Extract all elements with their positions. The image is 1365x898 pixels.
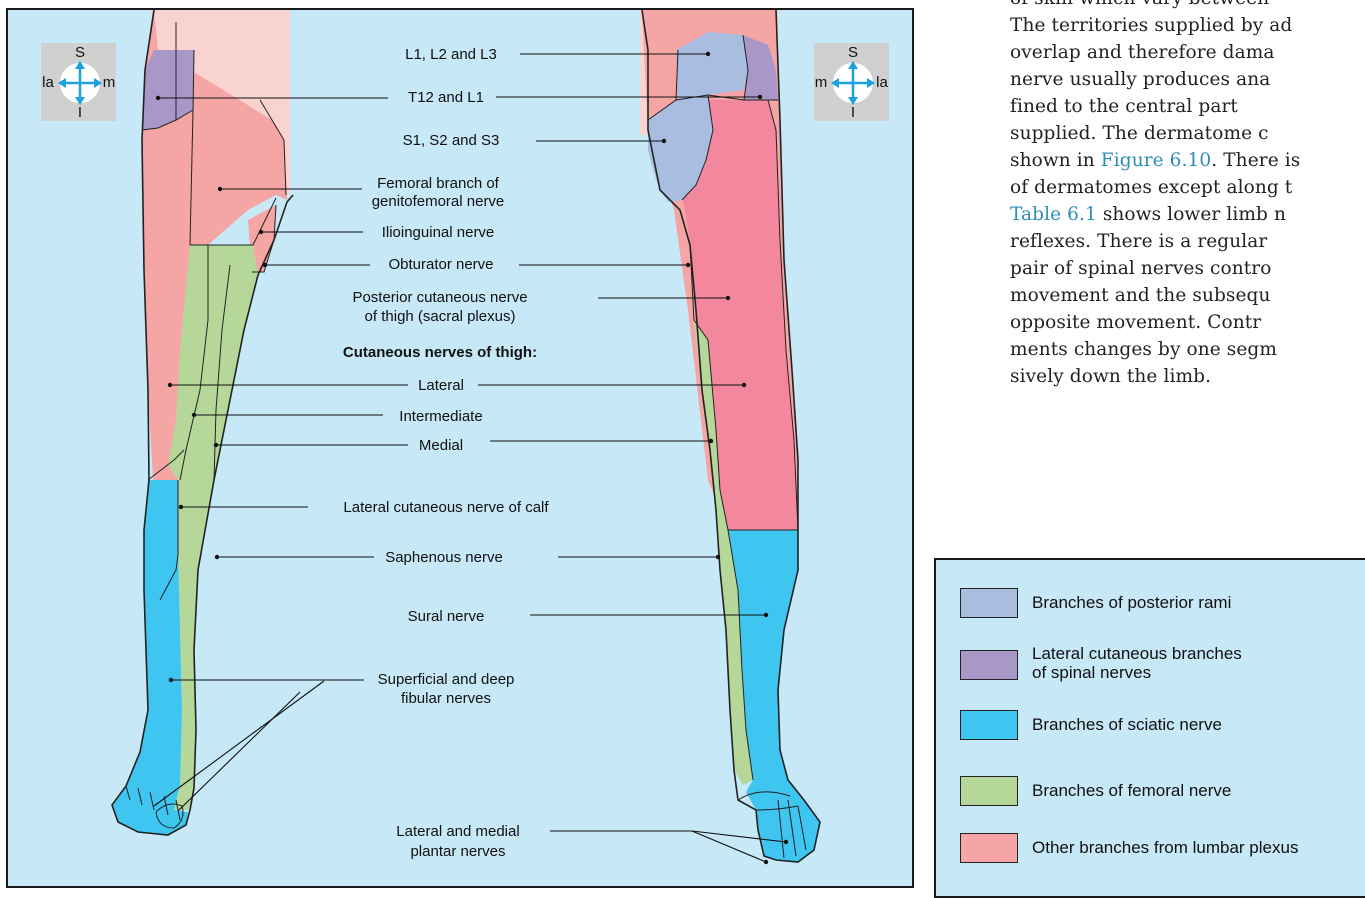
legend-label: Other branches from lumbar plexus: [1032, 838, 1362, 857]
label-s1-s2-s3: S1, S2 and S3: [403, 132, 500, 149]
legend-label: Branches of femoral nerve: [1032, 781, 1362, 800]
compass-left-s: S: [75, 44, 85, 61]
compass-right-m: m: [815, 74, 828, 91]
text-line-10: reflexes. There is a regular: [1010, 231, 1267, 252]
text-line-1: of skin which vary between: [1010, 0, 1269, 9]
posterior-leg: [642, 10, 820, 862]
anterior-sciatic-region: [112, 480, 188, 835]
text-line-13: opposite movement. Contr: [1010, 312, 1261, 333]
legend-swatch: [960, 650, 1018, 680]
text-line-7-post: . There is: [1211, 150, 1300, 171]
text-line-8: of dermatomes except along t: [1010, 177, 1292, 198]
legend-swatch: [960, 833, 1018, 863]
compass-left-m: m: [103, 74, 116, 91]
label-obturator: Obturator nerve: [388, 256, 493, 273]
label-lateral-calf: Lateral cutaneous nerve of calf: [343, 499, 549, 516]
legend-item-femoral: Branches of femoral nerve: [960, 776, 1362, 806]
label-sural: Sural nerve: [408, 608, 485, 625]
label-posterior-cutaneous-group: Posterior cutaneous nerve of thigh (sacr…: [352, 289, 730, 325]
text-line-15: sively down the limb.: [1010, 366, 1211, 387]
text-line-14: ments changes by one segm: [1010, 339, 1277, 360]
label-fibular-line1: Superficial and deep: [378, 671, 515, 688]
label-lateral-group: Lateral: [168, 377, 746, 394]
text-line-2: The territories supplied by ad: [1010, 15, 1292, 36]
label-medial: Medial: [419, 437, 463, 454]
label-l1-l2-l3: L1, L2 and L3: [405, 46, 497, 63]
legend-item-sciatic: Branches of sciatic nerve: [960, 710, 1362, 740]
label-femoral-branch-line1: Femoral branch of: [377, 175, 500, 192]
label-fibular-line2: fibular nerves: [401, 690, 491, 707]
label-lateral-calf-group: Lateral cutaneous nerve of calf: [179, 499, 550, 516]
label-plantar-line1: Lateral and medial: [396, 823, 519, 840]
compass-left-i: I: [78, 104, 82, 121]
legend-label: Lateral cutaneous branches of spinal ner…: [1032, 644, 1362, 682]
anterior-leg: [112, 10, 293, 835]
label-intermediate: Intermediate: [399, 408, 482, 425]
figure-reference-link[interactable]: Figure 6.10: [1101, 150, 1211, 171]
body-text: of skin which vary between The territori…: [1010, 0, 1365, 468]
label-saphenous: Saphenous nerve: [385, 549, 503, 566]
compass-right-la: la: [876, 74, 888, 91]
compass-right-s: S: [848, 44, 858, 61]
label-posterior-cutaneous-line2: of thigh (sacral plexus): [365, 308, 516, 325]
text-line-6: supplied. The dermatome c: [1010, 123, 1269, 144]
legend-swatch: [960, 776, 1018, 806]
orientation-compass-left: S I la m: [41, 43, 116, 121]
label-t12-l1: T12 and L1: [408, 89, 484, 106]
legend-item-lateral-cutaneous: Lateral cutaneous branches of spinal ner…: [960, 646, 1362, 682]
label-ilioinguinal: Ilioinguinal nerve: [382, 224, 495, 241]
legend-swatch: [960, 588, 1018, 618]
legend-label: Branches of posterior rami: [1032, 593, 1362, 612]
label-s1-s3-group: S1, S2 and S3: [403, 132, 667, 149]
legend-box: Branches of posterior rami Lateral cutan…: [934, 558, 1365, 898]
label-ilioinguinal-group: Ilioinguinal nerve: [259, 224, 494, 241]
text-line-5: fined to the central part: [1010, 96, 1238, 117]
label-femoral-branch-line2: genitofemoral nerve: [372, 193, 505, 210]
label-sural-group: Sural nerve: [408, 608, 769, 625]
text-line-4: nerve usually produces ana: [1010, 69, 1270, 90]
label-saphenous-group: Saphenous nerve: [215, 549, 720, 566]
label-plantar-line2: plantar nerves: [410, 843, 505, 860]
legend-item-posterior-rami: Branches of posterior rami: [960, 588, 1362, 618]
compass-right-i: I: [851, 104, 855, 121]
legend-item-lumbar-plexus: Other branches from lumbar plexus: [960, 833, 1362, 863]
text-line-11: pair of spinal nerves contro: [1010, 258, 1271, 279]
text-line-3: overlap and therefore dama: [1010, 42, 1275, 63]
label-intermediate-group: Intermediate: [192, 408, 483, 425]
table-reference-link[interactable]: Table 6.1: [1010, 204, 1097, 225]
label-fibular-group: Superficial and deep fibular nerves: [154, 671, 514, 811]
orientation-compass-right: S I m la: [814, 43, 889, 121]
diagram-panel: S I la m S I m la L1, L2 and L3 T12 and …: [6, 8, 914, 888]
text-line-12: movement and the subsequ: [1010, 285, 1271, 306]
label-medial-group: Medial: [214, 437, 713, 454]
compass-left-la: la: [42, 74, 54, 91]
legend-swatch: [960, 710, 1018, 740]
leg-dermatome-diagram: S I la m S I m la L1, L2 and L3 T12 and …: [8, 10, 914, 888]
label-posterior-cutaneous-line1: Posterior cutaneous nerve: [352, 289, 527, 306]
label-obturator-group: Obturator nerve: [263, 256, 690, 273]
label-lateral: Lateral: [418, 377, 464, 394]
text-line-7-pre: shown in: [1010, 150, 1101, 171]
text-line-7: shown in Figure 6.10. There is: [1010, 150, 1300, 171]
legend-label: Branches of sciatic nerve: [1032, 715, 1362, 734]
label-plantar-group: Lateral and medial plantar nerves: [396, 823, 788, 864]
text-line-9: Table 6.1 shows lower limb n: [1010, 204, 1286, 225]
label-cutaneous-heading: Cutaneous nerves of thigh:: [343, 344, 537, 361]
text-line-9-post: shows lower limb n: [1097, 204, 1286, 225]
